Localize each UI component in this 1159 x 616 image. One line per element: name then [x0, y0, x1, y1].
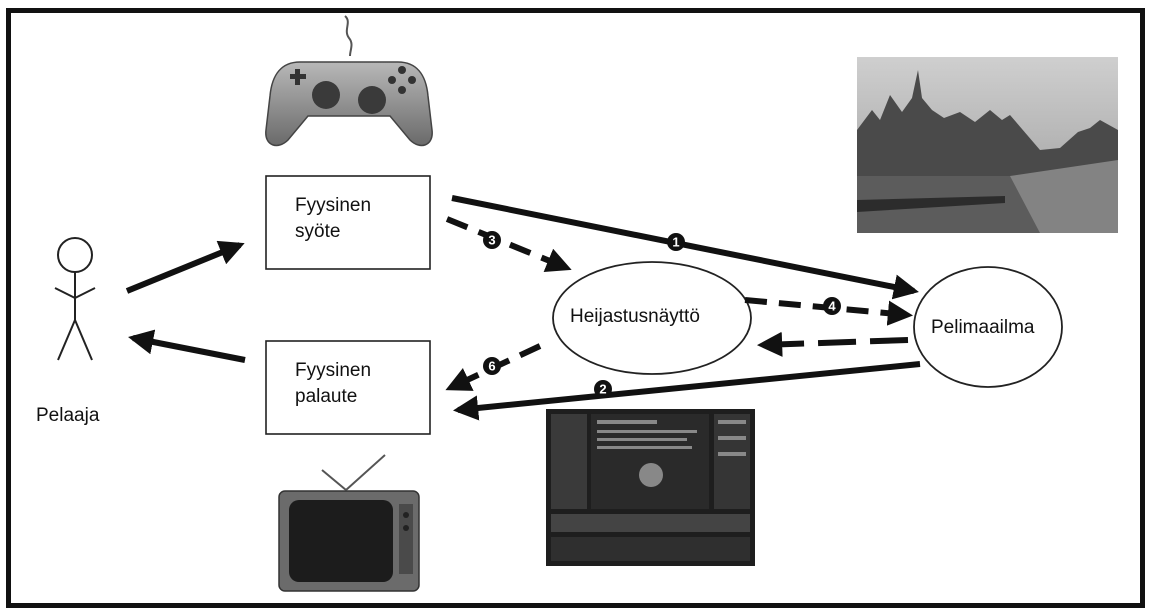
- badge-3: 3: [483, 231, 501, 249]
- physical-input-box: [265, 175, 431, 270]
- physical-feedback-line1: Fyysinen: [295, 360, 372, 381]
- svg-text:3: 3: [488, 233, 495, 248]
- physical-feedback-line2: palaute: [295, 386, 358, 407]
- player-label: Pelaaja: [36, 405, 100, 426]
- city-photo: [857, 57, 1118, 233]
- svg-text:1: 1: [672, 235, 679, 250]
- reflection-display-ellipse: [552, 261, 752, 375]
- physical-input-line2: syöte: [295, 221, 341, 242]
- physical-feedback-box: [265, 340, 431, 435]
- television-image: [278, 454, 420, 592]
- svg-text:4: 4: [828, 299, 836, 314]
- physical-feedback-label: Fyysinen palaute: [295, 358, 371, 410]
- badge-6: 6: [483, 357, 501, 375]
- arrow-2-world-to-feedback: [452, 361, 921, 421]
- player-to-input-arrow: [125, 240, 245, 294]
- gamepad-image: [265, 15, 433, 147]
- badge-1: 1: [667, 233, 685, 251]
- game-world-label: Pelimaailma: [931, 317, 1035, 338]
- arrow-5-world-to-display: [756, 331, 909, 357]
- svg-text:6: 6: [488, 359, 495, 374]
- arrow-3-input-to-display: [445, 216, 572, 273]
- reflection-display-label: Heijastusnäyttö: [570, 306, 700, 327]
- game-world-ellipse: [913, 266, 1063, 388]
- stick-figure-icon: [54, 237, 96, 361]
- game-screenshot: [546, 409, 755, 566]
- badge-2: 2: [594, 380, 612, 398]
- svg-text:2: 2: [599, 382, 606, 397]
- physical-input-label: Fyysinen syöte: [295, 193, 371, 245]
- feedback-to-player-arrow: [128, 329, 246, 363]
- physical-input-line1: Fyysinen: [295, 195, 372, 216]
- badge-4: 4: [823, 297, 841, 315]
